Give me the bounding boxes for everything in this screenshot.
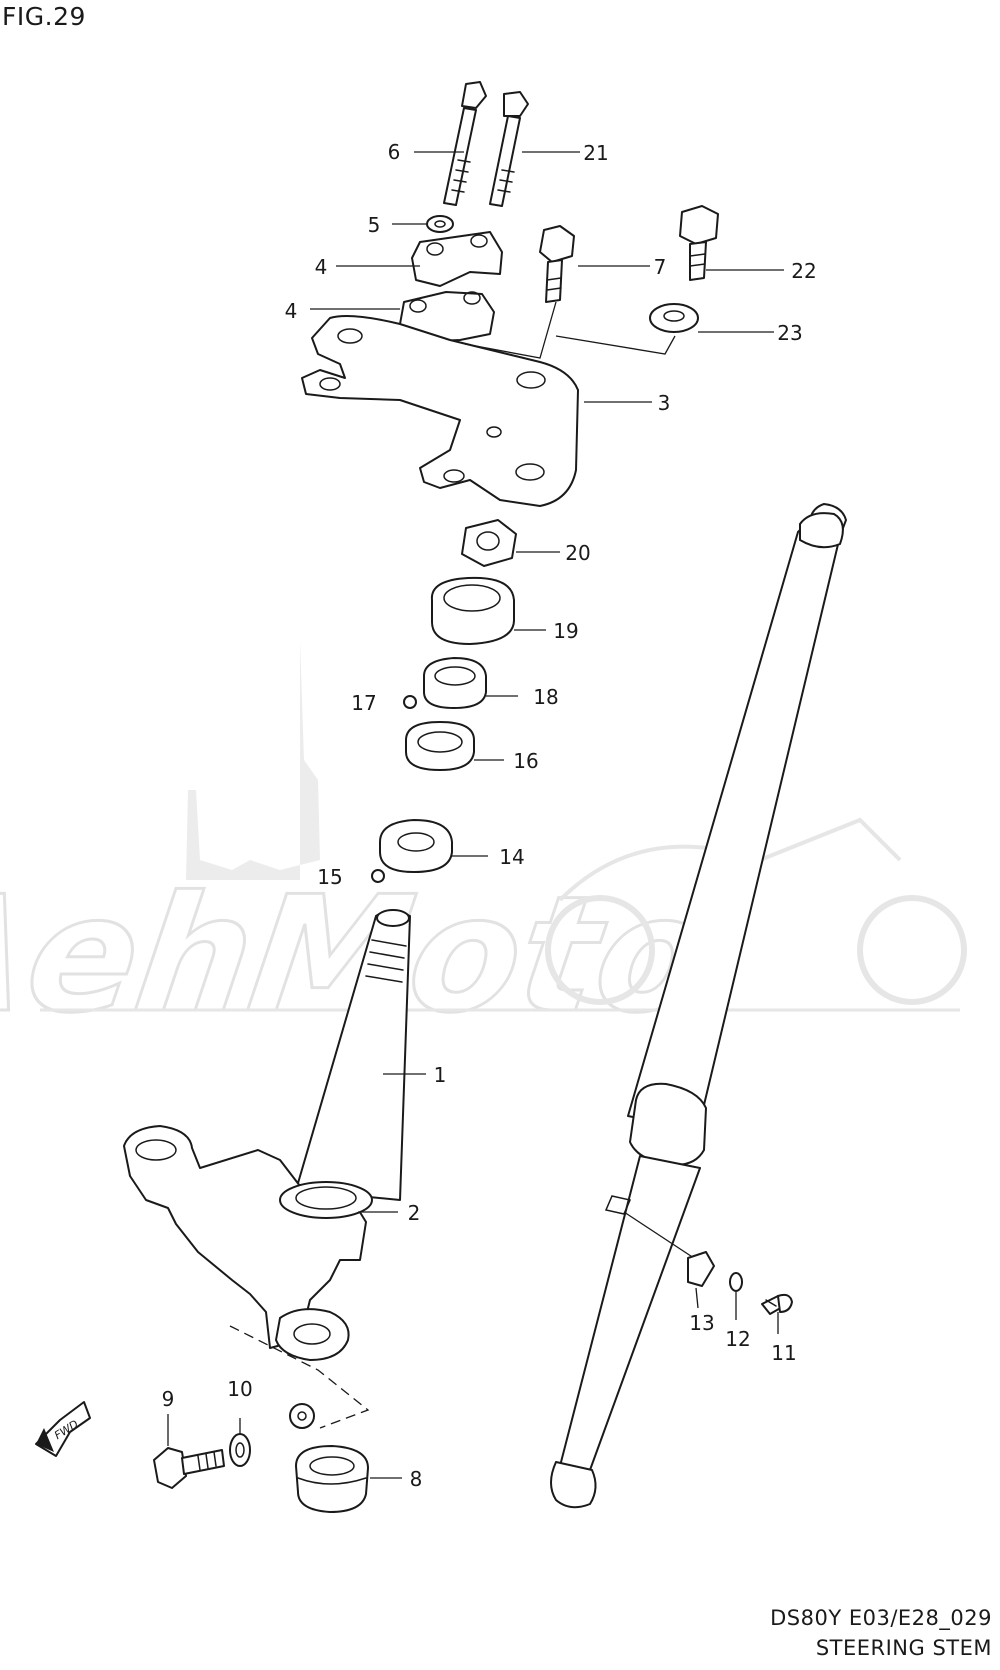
fwd-direction-arrow: FWD [35,1401,91,1457]
callout-1: 1 [434,1063,447,1087]
callout-4-upper: 4 [315,255,328,279]
assembly-name: STEERING STEM [815,1636,992,1660]
bolt-22 [679,205,719,281]
leader-lines [167,151,784,1479]
bolt-7 [539,225,575,303]
callout-9: 9 [162,1387,175,1411]
upper-race-18 [423,657,487,709]
callout-13: 13 [689,1311,714,1335]
steering-stem-1 [295,909,411,1201]
figure-title: FIG.29 [2,2,86,31]
lower-bracket [123,1125,373,1361]
callout-8: 8 [410,1467,423,1491]
bolt-9 [153,1447,225,1489]
callout-3: 3 [658,391,671,415]
callout-22: 22 [791,259,816,283]
callout-5: 5 [368,213,381,237]
callout-12: 12 [725,1327,750,1351]
callout-17: 17 [351,691,376,715]
callout-20: 20 [565,541,590,565]
callout-16: 16 [513,749,538,773]
screw-11 [761,1293,793,1315]
callout-numbers: 6 21 5 4 4 7 22 23 3 20 19 17 18 16 14 1… [162,140,817,1491]
ball-15 [371,869,385,883]
callout-23: 23 [777,321,802,345]
dust-seal-19 [430,576,515,645]
bearing-14 [379,819,453,873]
grommet-8 [289,1403,369,1513]
callout-11: 11 [771,1341,796,1365]
upper-bracket-3 [301,315,579,507]
long-bolt-21 [489,91,529,207]
callout-21: 21 [583,141,608,165]
nut-20 [461,519,517,567]
ball-17 [403,695,417,709]
long-bolt-6 [443,81,487,206]
callout-7: 7 [654,255,667,279]
callout-15: 15 [317,865,342,889]
washer-12 [729,1272,743,1292]
washer-23 [649,303,699,333]
handlebar-holder-upper [411,231,503,287]
callout-10: 10 [227,1377,252,1401]
callout-6: 6 [388,140,401,164]
model-code: DS80Y E03/E28_029 [770,1606,992,1630]
callout-19: 19 [553,619,578,643]
callout-18: 18 [533,685,558,709]
clamp-13 [687,1251,715,1287]
callout-4-lower: 4 [285,299,298,323]
washer-10 [229,1433,251,1467]
callout-14: 14 [499,845,524,869]
front-fork [550,503,847,1509]
washer-5 [426,215,454,233]
callout-2: 2 [408,1201,421,1225]
lower-race-16 [405,721,475,771]
